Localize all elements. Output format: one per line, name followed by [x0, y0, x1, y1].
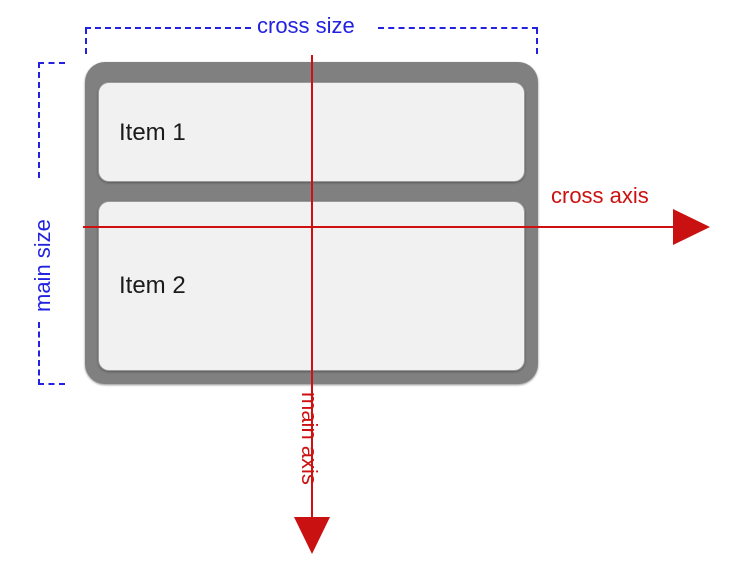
flex-item-2-label: Item 2 — [119, 272, 186, 299]
main-axis-line — [311, 55, 313, 519]
cross-axis-line — [83, 226, 675, 228]
main-size-bracket-bottom-tick — [38, 383, 65, 385]
main-size-bracket-side-top-segment — [38, 62, 40, 178]
cross-size-label: cross size — [257, 13, 355, 38]
cross-axis-arrowhead-icon — [673, 209, 710, 245]
cross-size-bracket-top-left-segment — [85, 27, 251, 29]
flex-item-1-label: Item 1 — [119, 119, 186, 146]
main-size-label: main size — [30, 219, 55, 312]
main-axis-arrowhead-icon — [294, 517, 330, 554]
cross-axis-label: cross axis — [551, 183, 649, 208]
main-axis-label: main axis — [297, 392, 322, 485]
cross-size-bracket-top-right-segment — [378, 27, 538, 29]
cross-size-bracket-left-tick — [85, 28, 87, 54]
cross-size-bracket-right-tick — [536, 28, 538, 54]
main-size-bracket-side-bottom-segment — [38, 322, 40, 385]
main-size-bracket-top-tick — [38, 62, 65, 64]
